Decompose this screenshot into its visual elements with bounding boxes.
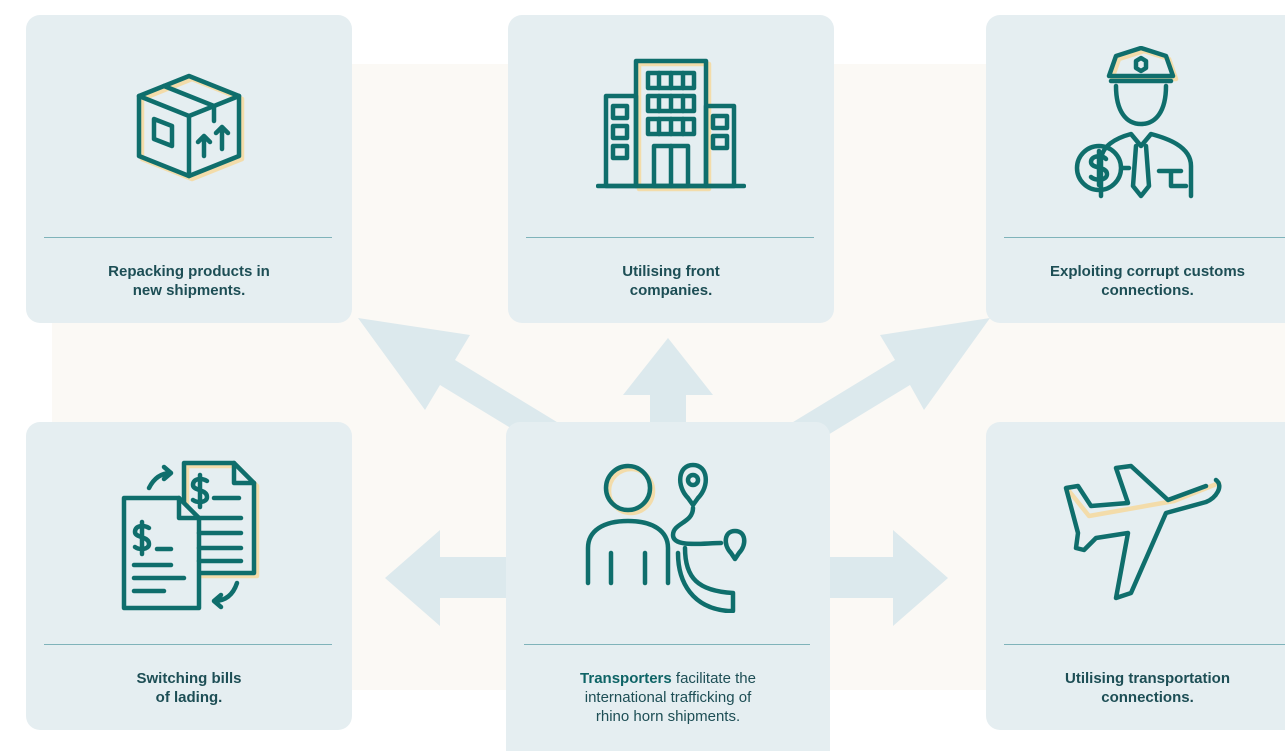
arrow-left — [385, 530, 510, 626]
card-corrupt-customs: Exploiting corrupt customs connections. — [986, 15, 1285, 323]
caption-line-1: Repacking products in — [108, 263, 270, 280]
caption-line-1: Exploiting corrupt customs — [1049, 263, 1245, 280]
caption-line-1: Utilising front — [622, 263, 720, 280]
card-caption: Switching bills of lading. — [36, 669, 342, 707]
card-caption: Utilising front companies. — [518, 262, 824, 300]
card-bills-of-lading: Switching bills of lading. — [26, 422, 352, 730]
card-caption: Exploiting corrupt customs connections. — [996, 262, 1285, 300]
card-divider — [1004, 644, 1285, 645]
card-repacking: Repacking products in new shipments. — [26, 15, 352, 323]
caption-line-1: Utilising transportation — [1065, 670, 1230, 687]
caption-bold: Transporters — [580, 670, 672, 687]
card-caption: Repacking products in new shipments. — [36, 262, 342, 300]
card-caption: Utilising transportation connections. — [996, 669, 1285, 707]
corrupt-officer-icon — [986, 15, 1285, 237]
caption-line-2: international trafficking of — [584, 689, 752, 706]
airplane-icon — [986, 422, 1285, 644]
card-divider — [44, 644, 332, 645]
arrow-up — [623, 338, 713, 430]
caption-line-2: of lading. — [155, 689, 223, 706]
caption-rest: facilitate the — [671, 670, 756, 687]
documents-swap-icon — [26, 422, 352, 644]
person-route-icon — [506, 422, 830, 644]
arrow-up-right — [780, 318, 990, 455]
arrow-right — [828, 530, 948, 626]
box-icon — [26, 15, 352, 237]
card-divider — [526, 237, 814, 238]
card-front-companies: Utilising front companies. — [508, 15, 834, 323]
caption-line-2: companies. — [629, 282, 713, 299]
caption-line-2: connections. — [1101, 689, 1194, 706]
caption-line-2: connections. — [1101, 282, 1194, 299]
caption-line-3: rhino horn shipments. — [595, 708, 741, 725]
office-building-icon — [508, 15, 834, 237]
caption-line-2: new shipments. — [132, 282, 246, 299]
card-caption: Transporters facilitate the internationa… — [516, 669, 820, 726]
card-divider — [524, 644, 810, 645]
card-transportation: Utilising transportation connections. — [986, 422, 1285, 730]
caption-line-1: Transporters facilitate the — [516, 669, 820, 688]
card-transporters: Transporters facilitate the internationa… — [506, 422, 830, 751]
card-divider — [44, 237, 332, 238]
arrow-up-left — [358, 318, 570, 455]
card-divider — [1004, 237, 1285, 238]
caption-line-1: Switching bills — [136, 670, 242, 687]
